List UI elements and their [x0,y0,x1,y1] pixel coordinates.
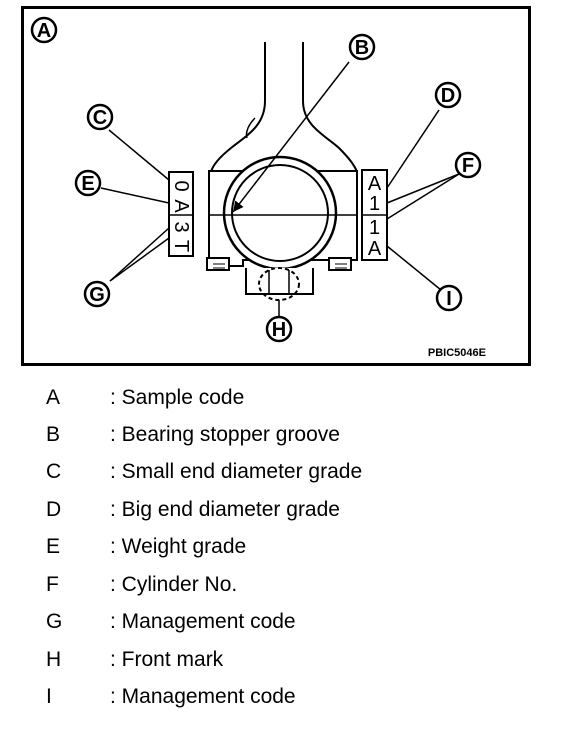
legend-text: : Small end diameter grade [110,460,363,483]
right-stamp-block: A 1 1 A [361,169,388,261]
callout-h-label: H [272,319,286,341]
callout-b: B [348,33,376,61]
rod-beam [210,42,358,173]
callout-d: D [434,81,462,109]
right-stamp-char-2: 1 [369,193,380,215]
legend-key: D [46,498,62,521]
diagram-canvas: A [21,6,531,366]
legend-key: F [46,573,59,596]
legend-item-a: A : Sample code [0,383,576,413]
callout-f: F [454,151,482,179]
callout-i-label: I [446,288,452,310]
legend-key: E [46,535,61,558]
left-stamp-char-3: 3 [170,221,192,232]
callout-g-label: G [89,284,105,306]
callout-b-label: B [355,37,369,59]
legend-key: C [46,460,62,483]
legend-key: H [46,648,62,671]
legend-item-b: B : Bearing stopper groove [0,420,576,450]
left-stamp-char-2: A [170,199,192,213]
legend-text: : Sample code [110,386,245,409]
big-end-bore [222,155,338,271]
right-stamp-char-1: A [368,173,382,195]
right-stamp-char-4: A [368,238,382,260]
connecting-rod-diagram: A [21,6,531,366]
right-stamp-char-3: 1 [369,217,380,239]
callout-c: C [86,103,114,131]
legend-key: I [46,685,52,708]
callout-d-label: D [441,85,455,107]
callout-e: E [74,169,102,197]
legend-text: : Front mark [110,648,224,671]
legend-key: G [46,610,63,633]
legend-text: : Weight grade [110,535,247,558]
legend-item-d: D : Big end diameter grade [0,495,576,525]
figure-code: PBIC5046E [428,347,486,359]
legend-text: : Cylinder No. [110,573,238,596]
callout-a-label: A [37,20,51,42]
leader-lines [100,61,460,316]
legend-item-f: F : Cylinder No. [0,570,576,600]
callout-g: G [83,280,111,308]
legend-text: : Big end diameter grade [110,498,340,521]
legend-key: B [46,423,61,446]
callout-h: H [265,315,293,343]
left-stamp-char-1: 0 [170,180,192,191]
legend-item-g: G : Management code [0,607,576,637]
legend-text: : Management code [110,685,296,708]
callout-e-label: E [81,173,94,195]
legend-key: A [46,386,61,409]
left-stamp-char-4: T [170,240,192,252]
callout-f-label: F [462,155,474,177]
callout-a: A [30,16,58,44]
legend-item-i: I : Management code [0,682,576,712]
legend-text: : Management code [110,610,296,633]
callout-c-label: C [93,107,107,129]
legend-item-c: C : Small end diameter grade [0,457,576,487]
left-stamp-block: 0 A 3 T [168,171,194,257]
legend-text: : Bearing stopper groove [110,423,340,446]
legend-item-e: E : Weight grade [0,532,576,562]
legend-item-h: H : Front mark [0,645,576,675]
callout-i: I [435,284,463,312]
